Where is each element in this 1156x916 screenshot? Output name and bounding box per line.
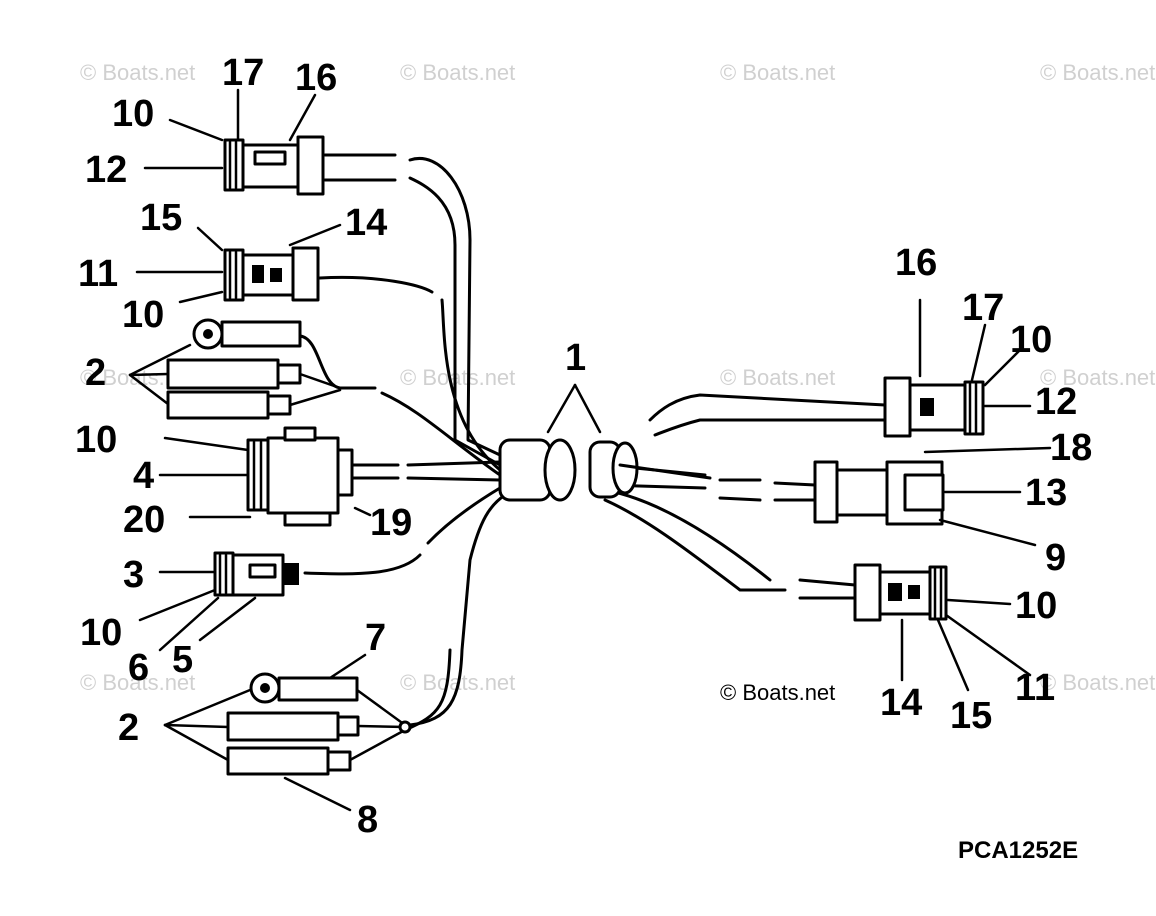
leader-lines: [128, 88, 1052, 812]
callout-10: 10: [75, 419, 117, 461]
terminal-pigtail-lower: [226, 672, 412, 776]
callout-10: 10: [1015, 585, 1057, 627]
terminal-pigtail-upper: [166, 318, 342, 420]
watermark: © Boats.net: [720, 60, 835, 85]
callout-6: 6: [128, 647, 149, 689]
callout-labels: 17 16 10 12 15 14 11 10 2 10 4 20 19 3 1…: [75, 52, 1092, 841]
connector-4: [246, 426, 354, 527]
callout-5: 5: [172, 639, 193, 681]
callout-4: 4: [133, 455, 154, 497]
callout-9: 9: [1045, 537, 1066, 579]
watermark: © Boats.net: [80, 670, 195, 695]
callout-2: 2: [85, 352, 106, 394]
copyright-label: © Boats.net: [720, 680, 835, 705]
callout-15: 15: [950, 695, 992, 737]
watermark: © Boats.net: [720, 365, 835, 390]
watermark: © Boats.net: [400, 365, 515, 390]
watermark: © Boats.net: [400, 60, 515, 85]
connector-second-left: [223, 246, 320, 302]
callout-12: 12: [1035, 381, 1077, 423]
callout-2: 2: [118, 707, 139, 749]
callout-18: 18: [1050, 427, 1092, 469]
harness-sleeve: [498, 438, 712, 502]
callout-8: 8: [357, 799, 378, 841]
callout-19: 19: [370, 502, 412, 544]
callout-17: 17: [222, 52, 264, 94]
callout-10: 10: [112, 93, 154, 135]
callout-14: 14: [345, 202, 387, 244]
callout-15: 15: [140, 197, 182, 239]
callout-16: 16: [295, 57, 337, 99]
callout-12: 12: [85, 149, 127, 191]
callout-17: 17: [962, 287, 1004, 329]
connector-top-left: [223, 135, 325, 196]
harness-wires: [298, 153, 887, 732]
watermark: © Boats.net: [80, 60, 195, 85]
callout-16: 16: [895, 242, 937, 284]
callout-11: 11: [1015, 667, 1055, 709]
connector-18: [813, 460, 945, 526]
callout-10: 10: [80, 612, 122, 654]
callout-14: 14: [880, 682, 922, 724]
callout-3: 3: [123, 554, 144, 596]
callout-10: 10: [1010, 319, 1052, 361]
drawing-code: PCA1252E: [958, 837, 1078, 864]
callout-1: 1: [565, 337, 586, 379]
watermark: © Boats.net: [1040, 60, 1155, 85]
connector-bottom-right: [853, 563, 948, 622]
connector-3: [213, 551, 299, 597]
callout-11: 11: [78, 253, 118, 295]
callout-20: 20: [123, 499, 165, 541]
callout-7: 7: [365, 617, 386, 659]
callout-13: 13: [1025, 472, 1067, 514]
watermark: © Boats.net: [1040, 670, 1155, 695]
watermark: © Boats.net: [1040, 365, 1155, 390]
connector-top-right: [883, 376, 985, 438]
callout-10: 10: [122, 294, 164, 336]
